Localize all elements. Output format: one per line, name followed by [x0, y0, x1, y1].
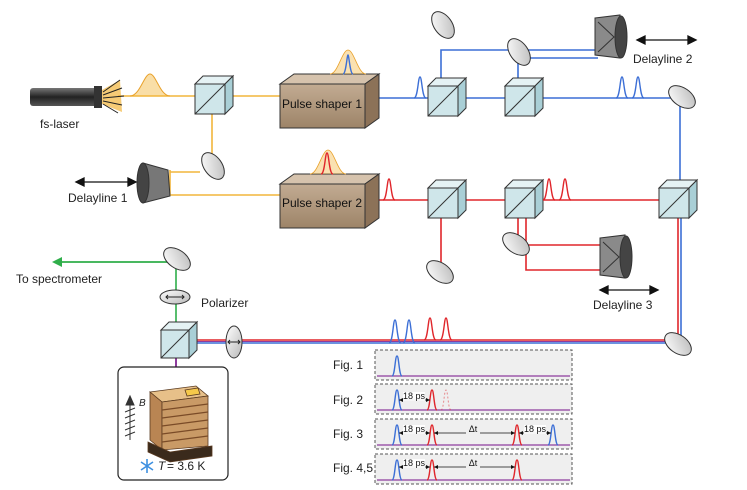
fig3-gap1: 18 ps [403, 424, 426, 434]
cube-4 [426, 178, 468, 220]
sample-box: B T = 3.6 K [117, 366, 229, 481]
fig2-gap1: 18 ps [403, 391, 426, 401]
temperature-symbol: T [158, 459, 167, 473]
panel-fig2: 18 ps [374, 383, 573, 415]
fig3-gap2: Δt [469, 424, 478, 434]
cube-6 [657, 178, 699, 220]
beam-pulses [382, 76, 645, 344]
polarizer-vertical [225, 325, 243, 359]
b-field-label: B [139, 398, 146, 409]
orange-beam-branch [169, 108, 282, 196]
cube-7 [159, 320, 199, 360]
delayline-1-label: Delayline 1 [68, 191, 128, 205]
retroreflector-2 [594, 14, 628, 59]
fig45-gap2: Δt [469, 458, 478, 468]
cube-1 [193, 74, 235, 116]
shaper-1-spectrum [329, 49, 367, 75]
shaper-2-spectrum [309, 149, 347, 175]
delay-arrows [74, 34, 698, 296]
panel-fig1 [374, 349, 573, 381]
beam-splitters [159, 74, 699, 360]
laser-label: fs-laser [40, 117, 79, 131]
delayline-3-label: Delayline 3 [593, 298, 653, 312]
mirrors [163, 11, 696, 356]
fig1-label: Fig. 1 [333, 358, 363, 372]
polarizer-horizontal [159, 289, 191, 305]
shaper-1-label: Pulse shaper 1 [282, 97, 362, 111]
pulse-shaper-2: Pulse shaper 2 [278, 173, 381, 229]
fig2-label: Fig. 2 [333, 393, 363, 407]
fig3-gap3: 18 ps [524, 424, 547, 434]
shaper-2-label: Pulse shaper 2 [282, 196, 362, 210]
field-arrow-icon [124, 394, 136, 440]
retroreflector-3 [599, 234, 633, 279]
fig45-gap1: 18 ps [403, 458, 426, 468]
temperature-value: = 3.6 K [167, 459, 205, 473]
orange-pulse [129, 73, 171, 97]
cube-2 [426, 76, 468, 118]
snowflake-icon [140, 459, 154, 473]
sample-crystal [147, 385, 213, 463]
panel-fig3: 18 ps Δt 18 ps [374, 418, 573, 450]
pulse-shaper-1: Pulse shaper 1 [278, 73, 381, 129]
fig45-label: Fig. 4,5 [333, 461, 373, 475]
fs-laser: fs-laser [30, 79, 125, 131]
panel-fig45: 18 ps Δt [374, 453, 573, 485]
polarizer-label: Polarizer [201, 296, 248, 310]
delayline-2-label: Delayline 2 [633, 52, 693, 66]
timing-panels: Fig. 1 18 ps Fig. 2 [333, 349, 573, 485]
spectrometer-arrowhead [52, 257, 62, 267]
retroreflector-1 [136, 162, 171, 204]
spectrometer-label: To spectrometer [16, 272, 102, 286]
fig3-label: Fig. 3 [333, 427, 363, 441]
cube-5 [503, 178, 545, 220]
cube-3 [503, 76, 545, 118]
